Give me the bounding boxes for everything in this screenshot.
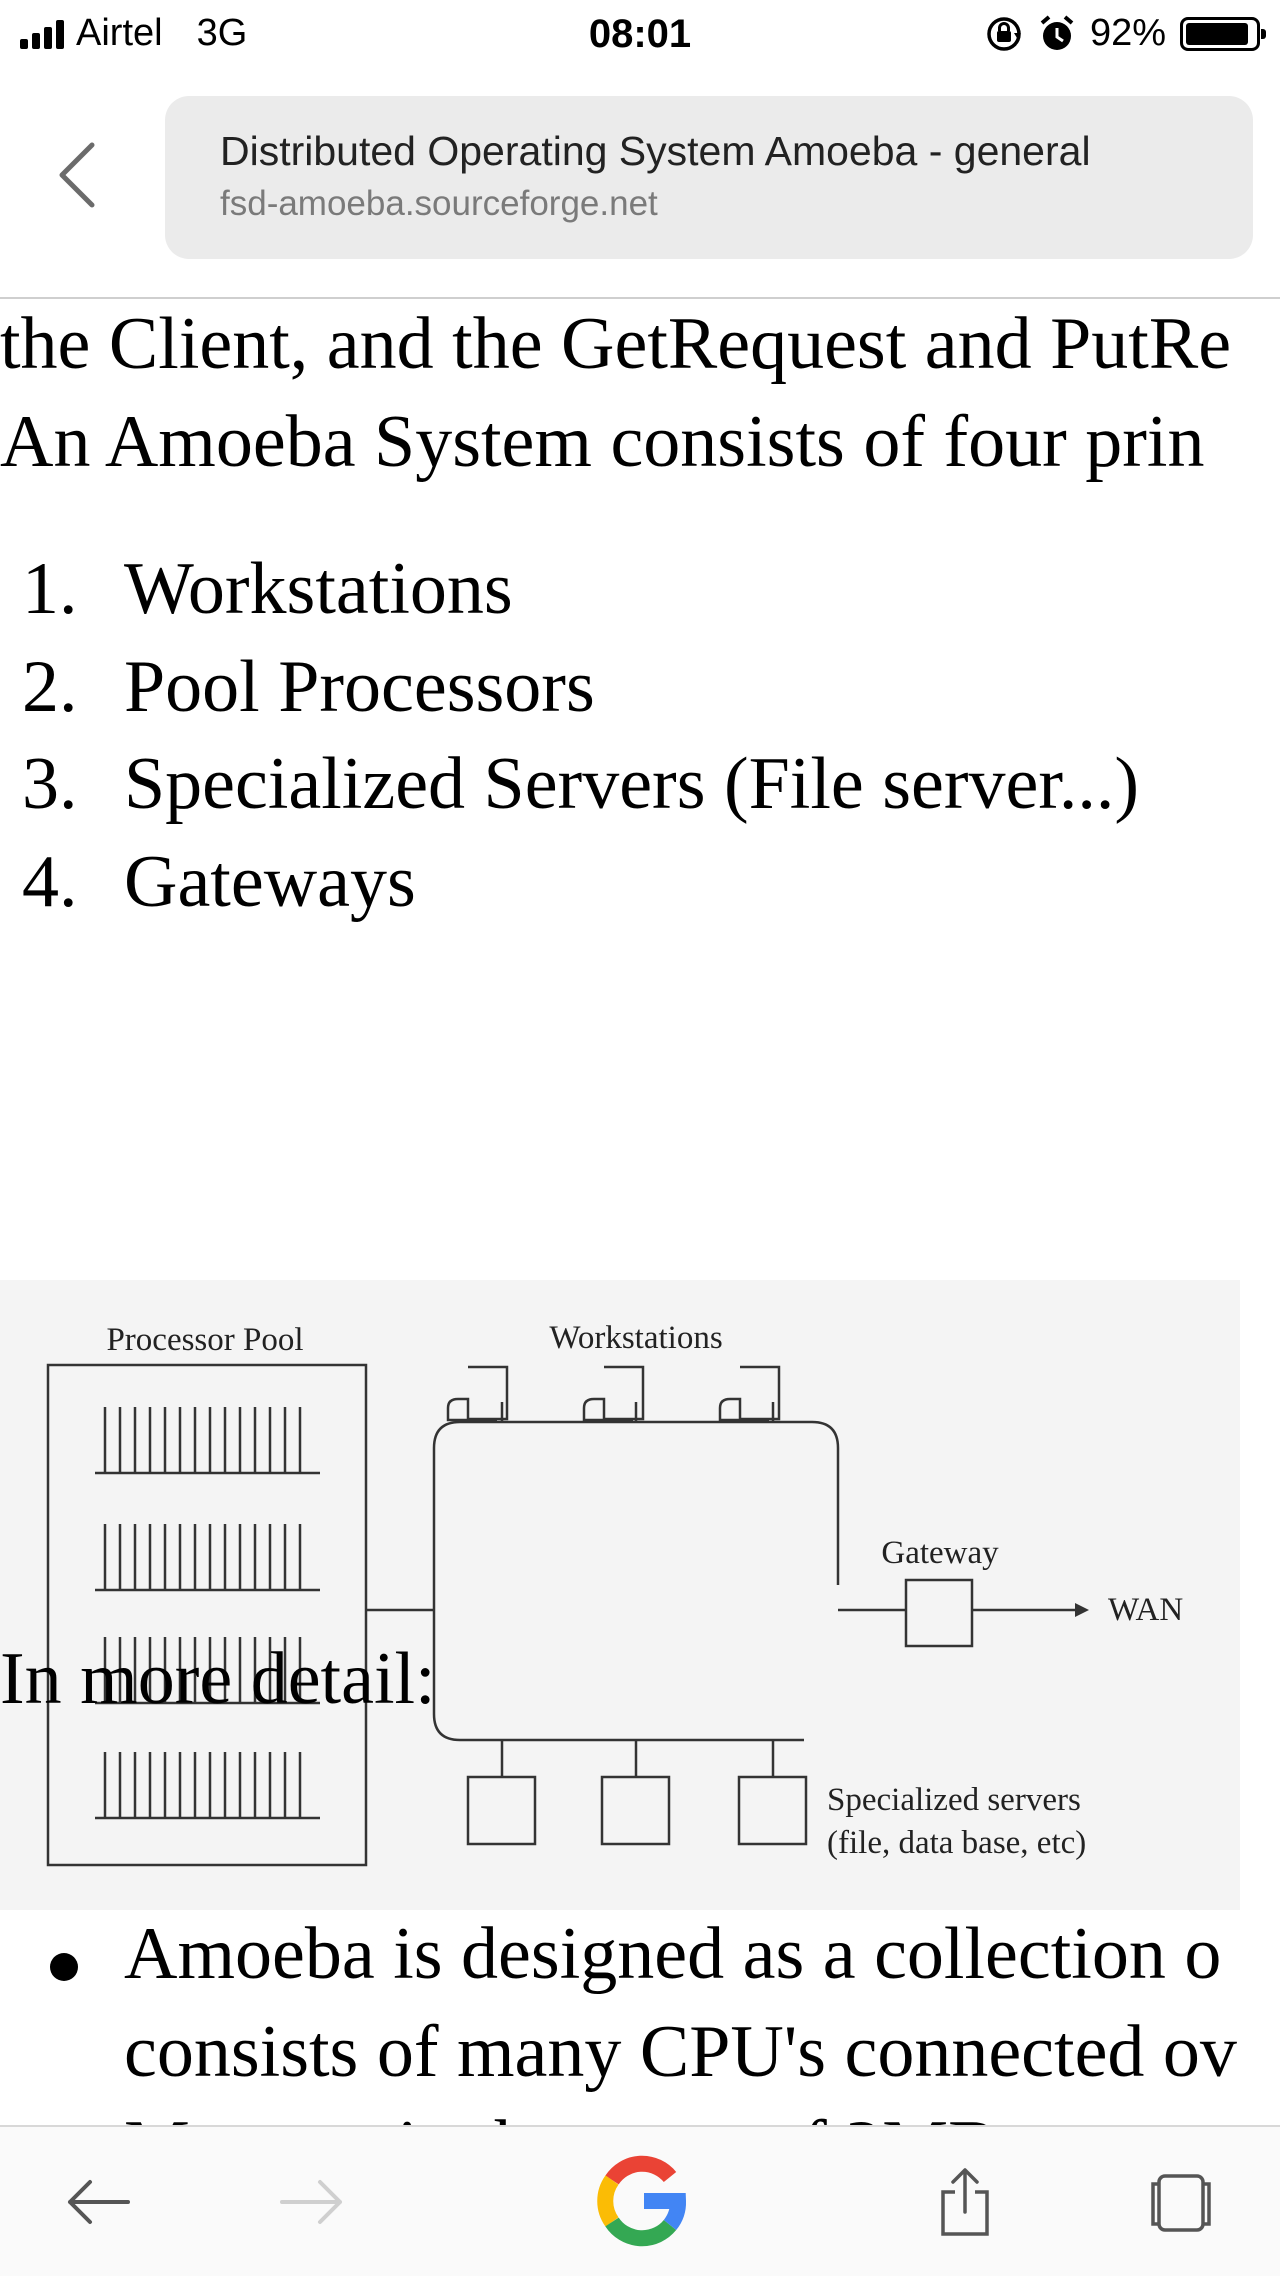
web-content: the Client, and the GetRequest and PutRe… bbox=[0, 300, 1280, 2125]
section-heading: In more detail: bbox=[0, 1638, 436, 1720]
tabs-icon[interactable] bbox=[1136, 2157, 1226, 2247]
processor-rack bbox=[95, 1752, 320, 1820]
bullet-text-line: consists of many CPU's connected ov bbox=[124, 2011, 1237, 2093]
browser-toolbar bbox=[0, 2125, 1280, 2276]
network-bus bbox=[432, 1420, 840, 1742]
list-item: 4.Gateways bbox=[22, 841, 416, 923]
server-box bbox=[466, 1775, 537, 1846]
workstation-icon bbox=[718, 1365, 781, 1422]
status-right: 92% bbox=[984, 12, 1266, 55]
servers-label-line2: (file, data base, etc) bbox=[827, 1825, 1086, 1861]
back-chevron-icon[interactable] bbox=[40, 130, 110, 220]
status-bar: Airtel 3G 08:01 92% bbox=[0, 0, 1280, 70]
bullet-text-line: Amoeba is designed as a collection o bbox=[124, 1913, 1222, 1995]
alarm-icon bbox=[1040, 14, 1074, 50]
processor-rack bbox=[95, 1637, 320, 1705]
amoeba-architecture-diagram: Processor Pool Workstations Gateway WAN … bbox=[0, 1280, 1240, 1910]
gateway-box bbox=[904, 1578, 974, 1648]
text-line: the Client, and the GetRequest and PutRe bbox=[0, 303, 1232, 385]
server-box bbox=[737, 1775, 808, 1846]
list-item: 1.Workstations bbox=[22, 548, 513, 630]
wan-arrowhead bbox=[1075, 1603, 1089, 1617]
bullet-text-line: Memory in the range of 2MB t bbox=[124, 2110, 1037, 2125]
share-icon[interactable] bbox=[920, 2157, 1010, 2247]
header-divider bbox=[0, 297, 1280, 299]
workstation-icon bbox=[446, 1365, 509, 1422]
clock: 08:01 bbox=[588, 12, 692, 56]
google-logo[interactable] bbox=[592, 2151, 692, 2251]
rotation-lock-icon bbox=[987, 16, 1021, 51]
back-arrow-icon[interactable] bbox=[52, 2157, 142, 2247]
gateway-label: Gateway bbox=[881, 1535, 999, 1571]
signal-strength-icon bbox=[20, 19, 64, 49]
processor-pool-box bbox=[46, 1363, 368, 1867]
list-item: 3.Specialized Servers (File server...) bbox=[22, 743, 1140, 825]
network-type: 3G bbox=[196, 12, 248, 54]
server-box bbox=[600, 1775, 671, 1846]
page-title: Distributed Operating System Amoeba - ge… bbox=[220, 128, 1091, 174]
forward-arrow-icon[interactable] bbox=[268, 2157, 358, 2247]
processor-rack bbox=[95, 1407, 320, 1475]
list-item: 2.Pool Processors bbox=[22, 646, 595, 728]
status-left: Airtel 3G bbox=[20, 12, 247, 55]
processor-pool-label: Processor Pool bbox=[106, 1322, 303, 1358]
bullet-dot bbox=[50, 1953, 78, 1981]
address-bar[interactable]: Distributed Operating System Amoeba - ge… bbox=[165, 96, 1253, 259]
battery-percent: 92% bbox=[1089, 12, 1166, 54]
battery-icon bbox=[1180, 16, 1266, 51]
carrier-name: Airtel bbox=[76, 12, 163, 54]
processor-rack bbox=[95, 1524, 320, 1592]
wan-label: WAN bbox=[1108, 1592, 1183, 1628]
servers-label-line1: Specialized servers bbox=[827, 1782, 1081, 1818]
workstation-icon bbox=[582, 1365, 645, 1422]
text-line: An Amoeba System consists of four prin bbox=[0, 401, 1205, 483]
workstations-label: Workstations bbox=[549, 1320, 722, 1356]
page-url: fsd-amoeba.sourceforge.net bbox=[220, 184, 658, 223]
